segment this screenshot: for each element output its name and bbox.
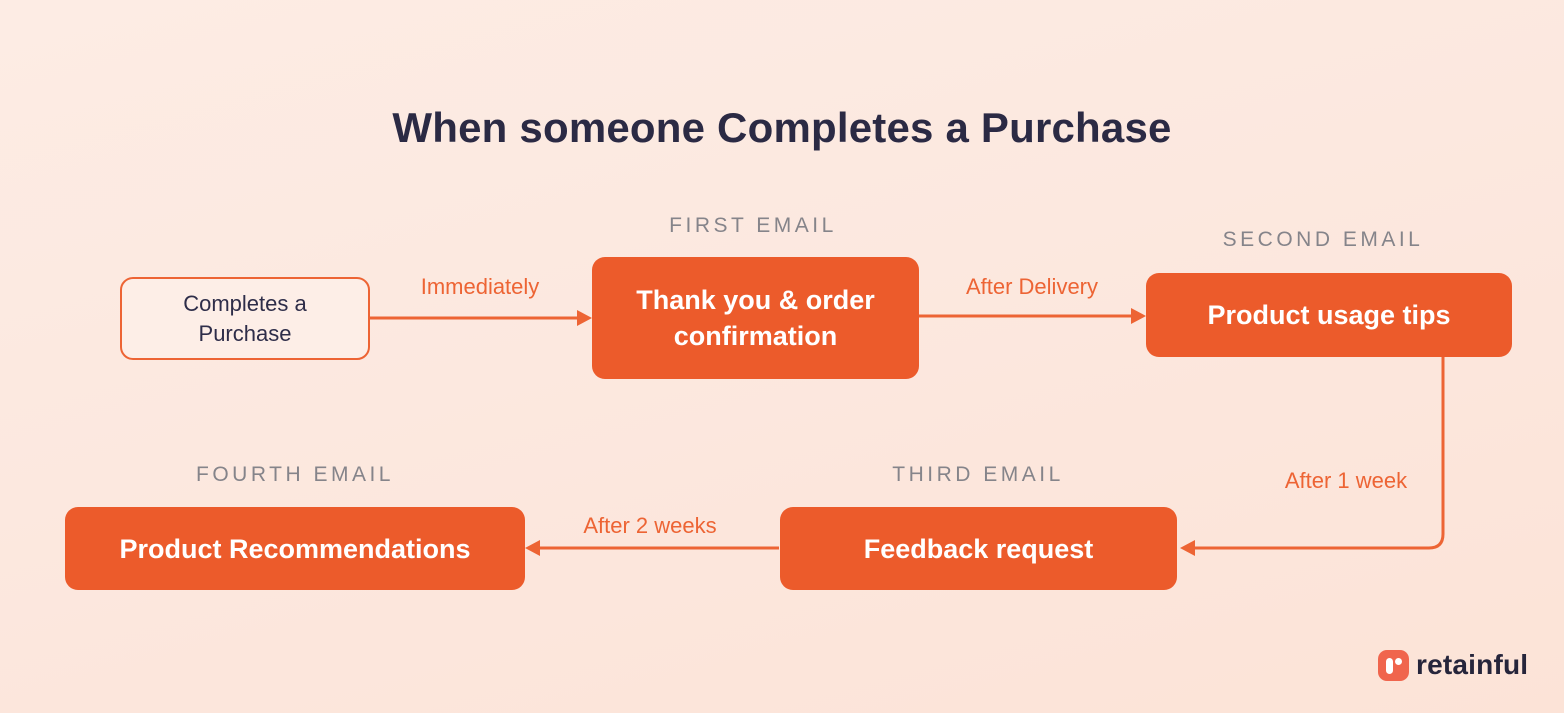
email-node-second: Product usage tips bbox=[1146, 273, 1512, 357]
delay-label-after-delivery: After Delivery bbox=[965, 274, 1099, 299]
email-node-fourth: Product Recommendations bbox=[65, 507, 525, 590]
email-node-first-label: Thank you & order confirmation bbox=[636, 285, 875, 351]
retainful-logo: retainful bbox=[1378, 649, 1528, 681]
delay-label-immediately: Immediately bbox=[420, 274, 540, 299]
stage-label-first-email: FIRST EMAIL bbox=[669, 214, 837, 237]
retainful-logo-icon bbox=[1378, 649, 1409, 681]
stage-label-third-email: THIRD EMAIL bbox=[892, 463, 1064, 486]
arrowhead-third-to-fourth-icon bbox=[525, 540, 540, 556]
email-node-third: Feedback request bbox=[780, 507, 1177, 590]
arrowhead-second-to-third-icon bbox=[1180, 540, 1195, 556]
stage-label-second-email: SECOND EMAIL bbox=[1222, 228, 1424, 251]
retainful-r-dot-icon bbox=[1395, 657, 1402, 665]
arrow-second-to-third bbox=[1194, 357, 1445, 550]
page-title: When someone Completes a Purchase bbox=[392, 104, 1172, 151]
email-node-second-label: Product usage tips bbox=[1207, 300, 1451, 330]
retainful-logo-text: retainful bbox=[1416, 649, 1529, 680]
trigger-node-label: Completes a Purchase bbox=[183, 290, 307, 346]
email-node-third-label: Feedback request bbox=[863, 533, 1094, 564]
email-node-first: Thank you & order confirmation bbox=[592, 257, 919, 379]
delay-label-after-2-weeks: After 2 weeks bbox=[583, 513, 717, 538]
delay-label-after-1-week: After 1 week bbox=[1284, 468, 1408, 493]
retainful-r-bar-icon bbox=[1386, 657, 1393, 674]
stage-label-fourth-email: FOURTH EMAIL bbox=[196, 463, 394, 486]
arrowhead-first-to-second-icon bbox=[1131, 308, 1146, 324]
trigger-node: Completes a Purchase bbox=[120, 277, 370, 360]
arrowhead-trigger-to-first-icon bbox=[577, 310, 592, 326]
email-node-fourth-label: Product Recommendations bbox=[119, 533, 471, 564]
